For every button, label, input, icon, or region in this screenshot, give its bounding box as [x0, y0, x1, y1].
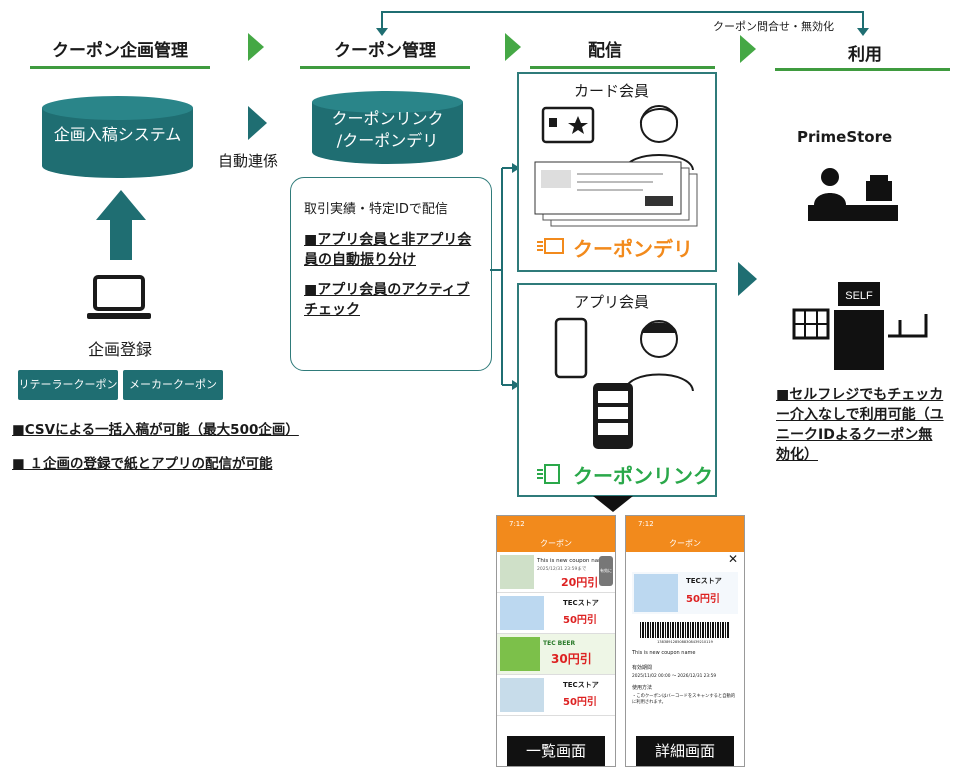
header-management: クーポン管理	[334, 41, 436, 61]
down-arrow-black	[593, 496, 633, 512]
detail-period-label: 有効期間	[632, 665, 653, 671]
phone-detail-statusbar: 7:12	[626, 516, 744, 538]
planning-system-db: 企画入稿システム	[40, 94, 195, 180]
phone-list-time: 7:12	[509, 520, 525, 528]
header-delivery-underline	[530, 66, 715, 69]
top-connector-label: クーポン問合せ・無効化	[713, 20, 834, 33]
barcode	[640, 622, 730, 638]
arrow-to-usage	[738, 262, 757, 296]
header-planning: クーポン企画管理	[52, 41, 188, 61]
card-member-panel: カード会員 クーポンデリ	[517, 72, 717, 272]
phone-detail-time: 7:12	[638, 520, 654, 528]
detail-caption: 詳細画面	[636, 736, 734, 766]
self-checkout-icon: SELF	[792, 282, 928, 370]
coupon-db-label-1: クーポンリンク	[331, 109, 444, 128]
tag-maker-coupon: メーカークーポン	[123, 370, 223, 400]
planning-note-2: ■ １企画の登録で紙とアプリの配信が可能	[12, 456, 273, 472]
svg-text:SELF: SELF	[845, 290, 873, 302]
management-feature-2: ■アプリ会員のアクティブチェック	[304, 282, 470, 318]
usage-notes: ■セルフレジでもチェッカー介入なしで利用可能（ユニークIDよるクーポン無効化）	[776, 387, 944, 463]
arrow-auto-link	[248, 106, 267, 140]
arrow-green-3	[740, 35, 756, 63]
coupon-deli-logo-icon	[537, 238, 564, 254]
detail-usage-label: 使用方法	[632, 685, 653, 691]
header-usage: 利用	[848, 45, 882, 65]
phone-list-screen: 7:12 クーポン This is new coupon name 2025/1…	[496, 515, 616, 767]
header-delivery: 配信	[588, 41, 622, 61]
app-member-label: アプリ会員	[574, 293, 650, 311]
app-coupon-phone-icon	[593, 383, 633, 449]
coupon-link-logo-icon	[537, 464, 560, 484]
phone-detail-banner: TECストア 50円引	[632, 572, 738, 614]
detail-usage-text: ・このクーポンはバーコードをスキャンすると自動的に利用されます。	[632, 694, 736, 705]
app-brand-label: クーポンリンク	[573, 464, 713, 488]
upload-arrow-icon	[96, 190, 146, 260]
auto-link-label: 自動連係	[218, 152, 279, 170]
coupon-db-label-2: /クーポンデリ	[336, 131, 439, 150]
laptop-icon	[87, 275, 151, 319]
card-brand-label: クーポンデリ	[573, 237, 693, 261]
phone-detail-title: クーポン	[626, 538, 744, 552]
app-member-panel: アプリ会員 クーポンリンク	[517, 283, 717, 497]
phone-list-entry-4[interactable]: TECストア 50円引	[497, 675, 615, 716]
phone-list-title: クーポン	[497, 538, 615, 552]
barcode-number: 1383891285088308439210119	[657, 640, 713, 644]
detail-period-value: 2025/11/02 00:00 ～ 2026/12/31 23:59	[632, 674, 717, 679]
phone-list-entry-3[interactable]: TEC BEER 30円引	[497, 634, 615, 675]
list-caption: 一覧画面	[507, 736, 605, 766]
branch-connector	[490, 163, 520, 390]
man-avatar-icon	[624, 320, 694, 391]
planning-system-label: 企画入稿システム	[53, 125, 182, 144]
header-management-underline	[300, 66, 470, 69]
management-box: 取引実績・特定IDで配信 ■アプリ会員と非アプリ会員の自動振り分け ■アプリ会員…	[290, 177, 492, 371]
close-icon[interactable]: ✕	[727, 552, 738, 566]
phone-list-statusbar: 7:12	[497, 516, 615, 538]
store-name: PrimeStore	[797, 128, 893, 146]
management-box-intro: 取引実績・特定IDで配信	[304, 202, 448, 217]
planning-note-1: ■CSVによる一括入稿が可能（最大500企画）	[12, 422, 299, 438]
woman-avatar-icon	[624, 105, 694, 170]
phone-list-entry-1[interactable]: This is new coupon name 2025/12/31 23:59…	[497, 552, 615, 593]
smartphone-icon	[554, 317, 588, 379]
header-usage-underline	[775, 68, 950, 71]
management-feature-1: ■アプリ会員と非アプリ会員の自動振り分け	[304, 232, 472, 268]
phone-list-side-button[interactable]: 有効にする	[599, 556, 613, 586]
arrow-green-2	[505, 33, 521, 61]
top-connector	[376, 11, 869, 36]
paper-coupon-stack	[534, 161, 698, 227]
member-card-icon	[541, 106, 595, 144]
phone-list-entry-2[interactable]: TECストア 50円引	[497, 593, 615, 634]
card-member-label: カード会員	[574, 82, 650, 100]
tag-retailer-coupon: リテーラークーポン	[18, 370, 118, 400]
detail-coupon-name: This is new coupon name	[632, 650, 696, 656]
coupon-db: クーポンリンク /クーポンデリ	[310, 90, 465, 166]
phone-detail-screen: 7:12 クーポン ✕ TECストア 50円引 1383891285088308…	[625, 515, 745, 767]
planning-entry-label: 企画登録	[87, 340, 152, 359]
header-planning-underline	[30, 66, 210, 69]
arrow-green-1	[248, 33, 264, 61]
cashier-icon	[808, 168, 898, 221]
